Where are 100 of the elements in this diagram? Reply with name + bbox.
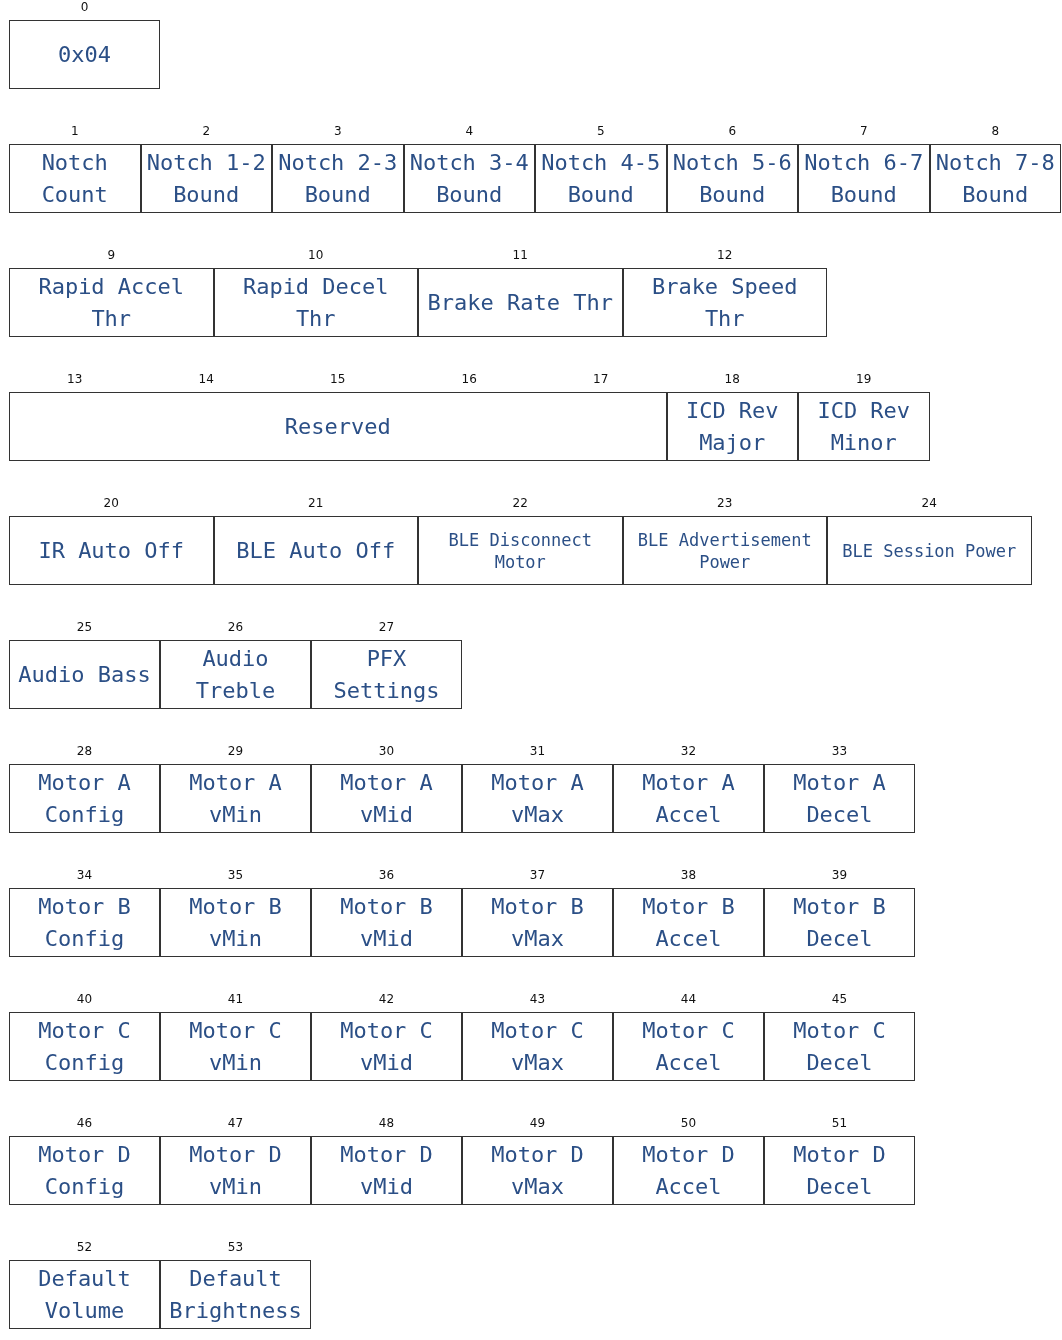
byte-field-box (764, 764, 915, 833)
byte-offset-number: 7 (859, 124, 868, 138)
byte-offset-number: 14 (198, 372, 214, 386)
byte-field-box (462, 764, 613, 833)
field-name: Motor C vMin (188, 1016, 283, 1077)
byte-offset-number: 10 (308, 248, 324, 262)
byte-field-box (213, 516, 418, 585)
field-name: Motor B vMin (188, 892, 283, 953)
byte-field-box (9, 392, 667, 461)
byte-field-box (613, 888, 764, 957)
field-name: Motor D vMax (490, 1140, 585, 1201)
byte-field-box (9, 1136, 160, 1205)
byte-offset-number: 30 (378, 744, 395, 758)
byte-field-box (462, 1012, 613, 1081)
byte-offset-number: 24 (921, 496, 937, 510)
byte-offset-number: 21 (308, 496, 324, 510)
byte-offset-number: 16 (461, 372, 477, 386)
field-name: Rapid Accel Thr (37, 272, 186, 333)
field-name: ICD Rev Minor (816, 396, 912, 457)
field-name: Audio Treble (194, 644, 277, 705)
field-name: Motor B Decel (792, 892, 887, 953)
byte-field-box (418, 268, 623, 337)
byte-field-box (9, 1260, 160, 1329)
field-name: Reserved (284, 412, 391, 441)
byte-offset-number: 41 (227, 992, 244, 1006)
byte-offset-number: 37 (529, 868, 546, 882)
byte-offset-number: 3 (333, 124, 342, 138)
field-name: Motor D vMid (339, 1140, 434, 1201)
field-name: Motor B vMax (490, 892, 585, 953)
field-name: BLE Session Power (842, 539, 1017, 562)
byte-offset-number: 33 (831, 744, 848, 758)
byte-offset-number: 13 (67, 372, 83, 386)
byte-field-box (798, 392, 930, 461)
byte-offset-number: 18 (724, 372, 740, 386)
byte-offset-number: 51 (831, 1116, 848, 1130)
byte-offset-number: 11 (512, 248, 528, 262)
byte-field-box (160, 1012, 311, 1081)
field-name: Motor C Decel (792, 1016, 887, 1077)
field-name: BLE Disconnect Motor (447, 528, 593, 573)
byte-field-box (9, 640, 160, 709)
byte-field-box (622, 516, 827, 585)
field-name: Notch Count (40, 148, 109, 209)
field-name: Motor A Decel (792, 768, 887, 829)
byte-offset-number: 22 (512, 496, 528, 510)
field-name: Motor C Accel (641, 1016, 736, 1077)
byte-field-box (418, 516, 623, 585)
field-name: PFX Settings (332, 644, 441, 705)
byte-field-box (160, 764, 311, 833)
byte-field-box (311, 764, 462, 833)
field-name: Notch 3-4 Bound (408, 148, 530, 209)
byte-field-box (622, 268, 827, 337)
byte-offset-number: 9 (107, 248, 116, 262)
byte-field-box (9, 268, 214, 337)
field-name: Motor D Decel (792, 1140, 887, 1201)
byte-offset-number: 17 (593, 372, 609, 386)
byte-offset-number: 20 (103, 496, 119, 510)
byte-offset-number: 53 (227, 1240, 244, 1254)
byte-offset-number: 1 (70, 124, 79, 138)
field-name: Motor C Config (37, 1016, 132, 1077)
field-name: Motor A Accel (641, 768, 736, 829)
field-name: Motor D vMin (188, 1140, 283, 1201)
byte-offset-number: 36 (378, 868, 395, 882)
byte-offset-number: 27 (378, 620, 395, 634)
byte-field-box (613, 1012, 764, 1081)
byte-field-box (764, 1012, 915, 1081)
byte-offset-number: 45 (831, 992, 848, 1006)
field-name: BLE Advertisement Power (636, 528, 813, 573)
field-name: 0x04 (58, 40, 111, 69)
byte-field-box (9, 144, 141, 213)
field-name: IR Auto Off (38, 536, 185, 565)
byte-field-box (764, 888, 915, 957)
byte-field-box (613, 1136, 764, 1205)
field-name: Motor B Config (37, 892, 132, 953)
byte-offset-number: 42 (378, 992, 395, 1006)
field-name: Motor A vMin (188, 768, 283, 829)
byte-field-box (311, 1136, 462, 1205)
field-name: Motor A vMax (490, 768, 585, 829)
byte-field-box (311, 640, 462, 709)
field-name: Notch 7-8 Bound (934, 148, 1056, 209)
field-name: Notch 1-2 Bound (145, 148, 267, 209)
byte-offset-number: 23 (717, 496, 733, 510)
byte-field-box (160, 1136, 311, 1205)
byte-offset-number: 15 (330, 372, 346, 386)
byte-offset-number: 50 (680, 1116, 697, 1130)
byte-offset-number: 43 (529, 992, 546, 1006)
field-name: Notch 4-5 Bound (540, 148, 662, 209)
field-name: Notch 6-7 Bound (803, 148, 925, 209)
byte-offset-number: 38 (680, 868, 697, 882)
byte-offset-number: 34 (76, 868, 93, 882)
byte-field-box (311, 1012, 462, 1081)
byte-field-box (827, 516, 1032, 585)
byte-offset-number: 5 (596, 124, 605, 138)
byte-field-box (9, 888, 160, 957)
field-name: Motor A Config (37, 768, 132, 829)
field-name: Motor B vMid (339, 892, 434, 953)
field-name: Motor D Accel (641, 1140, 736, 1201)
byte-offset-number: 52 (76, 1240, 93, 1254)
field-name: Motor C vMax (490, 1016, 585, 1077)
byte-field-box (764, 1136, 915, 1205)
field-name: Brake Rate Thr (427, 288, 613, 317)
